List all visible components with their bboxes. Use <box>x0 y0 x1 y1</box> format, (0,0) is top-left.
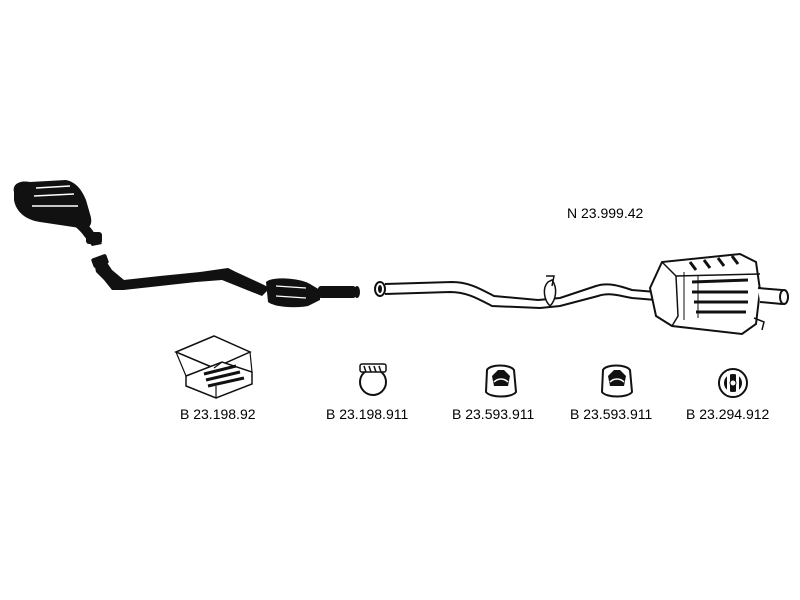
accessory-code: B 23.593.911 <box>570 406 652 422</box>
rear-silencer-icon <box>648 252 789 336</box>
down-pipe-icon <box>91 254 270 296</box>
pipe-clamp-icon <box>359 363 387 396</box>
rear-silencer-assembly <box>374 252 789 336</box>
main-catalyst-icon <box>266 278 360 308</box>
front-catalyst-icon <box>13 180 102 246</box>
rubber-ring-mount-icon <box>718 368 748 398</box>
rubber-hanger-icon <box>484 364 518 398</box>
rubber-hanger-icon <box>600 364 634 398</box>
mounting-kit-box-icon <box>174 335 253 399</box>
accessory-code: B 23.593.911 <box>452 406 534 422</box>
tail-pipe-icon <box>384 275 657 310</box>
pipe-inlet-icon <box>374 281 386 297</box>
main-part-code: N 23.999.42 <box>567 205 643 221</box>
accessory-code: B 23.198.911 <box>326 406 408 422</box>
accessory-code: B 23.198.92 <box>180 406 256 422</box>
accessory-code: B 23.294.912 <box>686 406 770 422</box>
front-catalyst-assembly <box>13 180 360 308</box>
